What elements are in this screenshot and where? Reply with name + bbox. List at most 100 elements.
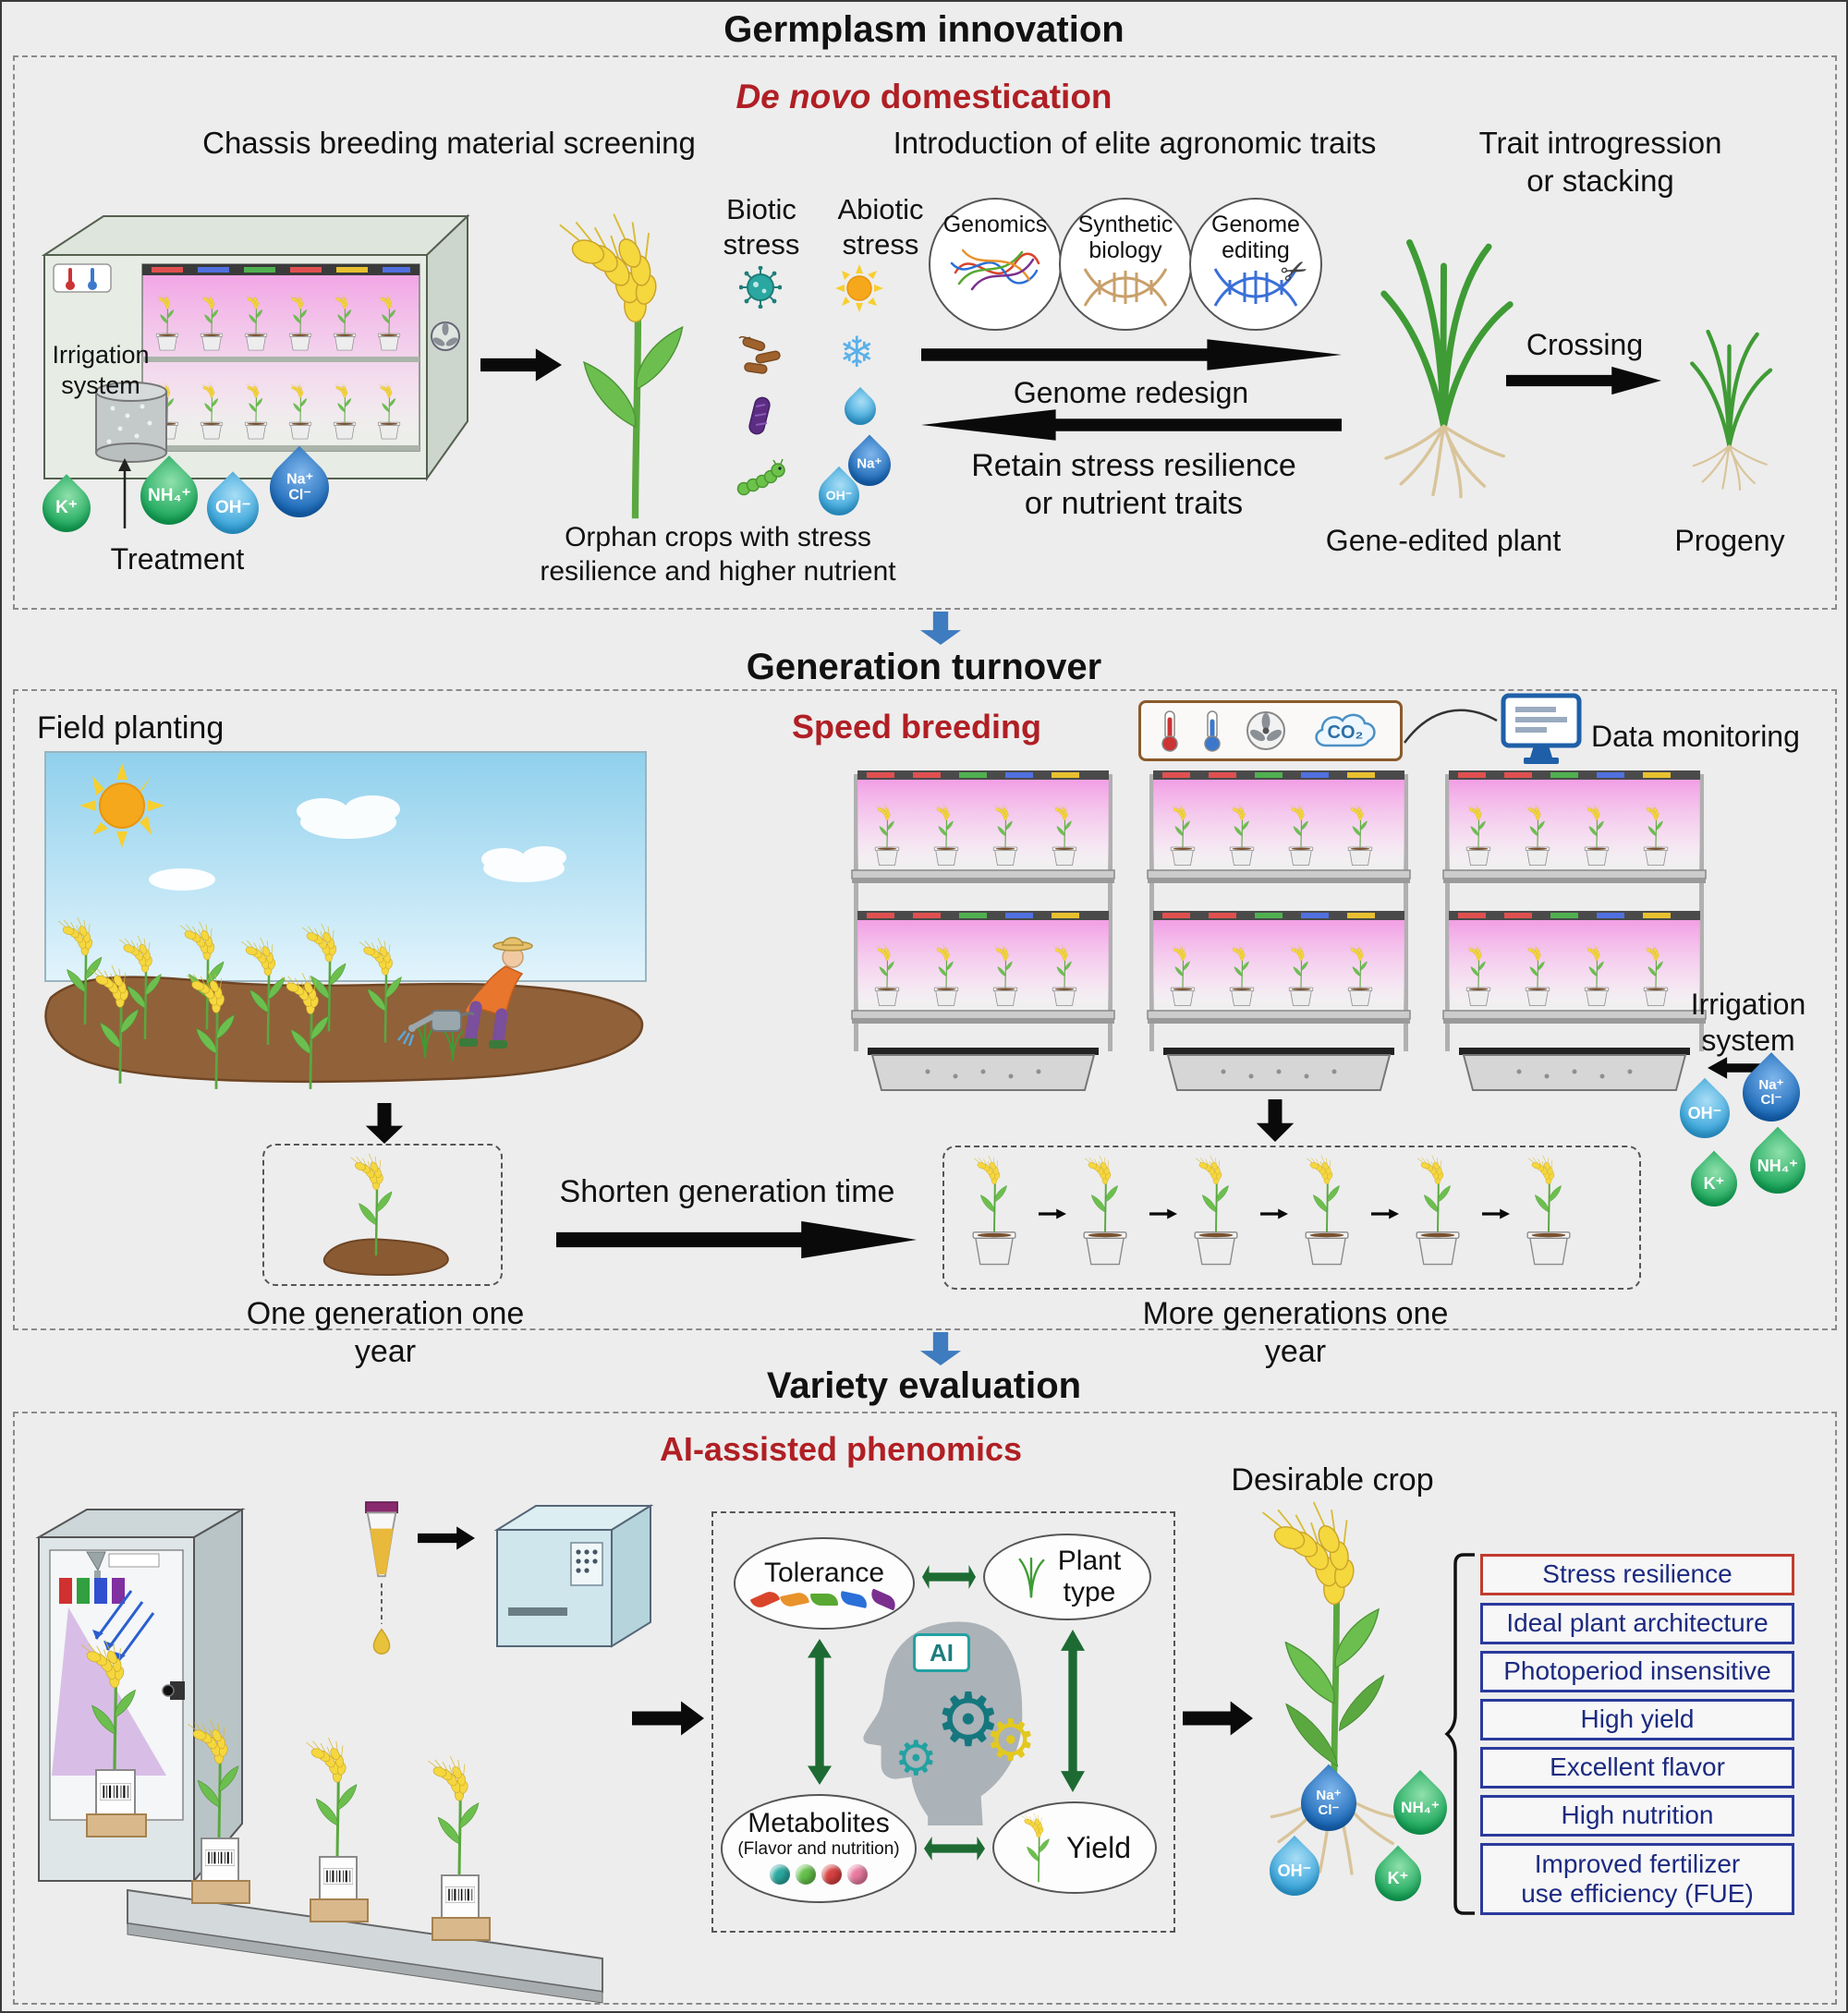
section1-to-section2-arrow (919, 612, 962, 645)
plant-type-label: Plant type (1057, 1546, 1122, 1607)
subtitle-rest-part: domestication (870, 78, 1112, 115)
section3-title: Variety evaluation (766, 1365, 1082, 1406)
potted-plant (1177, 1155, 1255, 1277)
treatment-label: Treatment (110, 542, 245, 576)
desirable-crop-illustration (1236, 1497, 1405, 1875)
speed-breeding-subtitle: Speed breeding (791, 708, 1042, 746)
virus-icon (739, 266, 782, 309)
fan-icon (1246, 711, 1285, 750)
irrigation-system-label-s2: Irrigation system (1690, 988, 1806, 1058)
trait-box-plant-architecture: Ideal plant architecture (1480, 1603, 1794, 1644)
snowflake-icon: ❄ (839, 328, 875, 376)
panel-variety-evaluation (13, 1412, 1837, 2005)
environment-sensor-panel: CO₂ (1138, 700, 1403, 761)
ai-chip-label: AI (913, 1633, 970, 1672)
synthetic-biology-art (1083, 268, 1168, 307)
subtitle-italic-part: De novo (736, 78, 871, 115)
trait-box-photoperiod: Photoperiod insensitive (1480, 1651, 1794, 1692)
metabolites-sublabel: (Flavor and nutrition) (737, 1839, 900, 1859)
header-chassis-screening: Chassis breeding material screening (202, 126, 696, 160)
genome-redesign-label: Genome redesign (1013, 376, 1249, 409)
tolerance-ellipse: Tolerance (734, 1537, 915, 1630)
potted-plant (1510, 1155, 1587, 1277)
potted-plant (1066, 1155, 1144, 1277)
monitor-connector-line (1403, 709, 1498, 744)
generation-step-arrow (1371, 1208, 1399, 1219)
yield-label: Yield (1066, 1830, 1131, 1864)
trait-box-fue: Improved fertilizer use efficiency (FUE) (1480, 1843, 1794, 1915)
ball-icon (796, 1864, 816, 1885)
thermometer-blue-icon (1204, 710, 1221, 752)
one-generation-label: One generation one year (246, 1296, 525, 1370)
tolerance-leaves-icon (749, 1587, 899, 1611)
potted-plant (1288, 1155, 1366, 1277)
orphan-crop-caption: Orphan crops with stress resilience and … (540, 522, 896, 587)
gene-edited-plant-illustration (1358, 200, 1529, 524)
plant-type-icon (1018, 1557, 1045, 1598)
leaf-icon (810, 1593, 838, 1606)
gear-icon: ⚙ (935, 1679, 1002, 1761)
trait-box-high-yield: High yield (1480, 1699, 1794, 1740)
ai-head-illustration (863, 1621, 1023, 1826)
ai-phenomics-subtitle: AI-assisted phenomics (659, 1430, 1023, 1468)
co2-cloud-icon: CO₂ (1309, 709, 1381, 753)
header-trait-introgression: Trait introgression or stacking (1478, 126, 1722, 199)
yield-ellipse: Yield (992, 1801, 1157, 1894)
gear-icon: ⚙ (985, 1709, 1037, 1773)
genomics-circle: Genomics (929, 198, 1062, 331)
leaf-icon (838, 1590, 869, 1608)
rod-bacterium-icon (748, 396, 771, 435)
analysis-instrument-illustration (493, 1504, 654, 1648)
leaf-icon (868, 1587, 899, 1611)
speed-breeding-rack-2 (1140, 770, 1417, 1094)
ball-icon (847, 1864, 868, 1885)
panel-germplasm-innovation (13, 55, 1837, 610)
leaf-icon (749, 1587, 781, 1611)
metabolites-label: Metabolites (748, 1808, 890, 1838)
field-planting-label: Field planting (37, 710, 225, 746)
irrigation-system-label-s1: Irrigation system (52, 341, 150, 399)
progeny-label: Progeny (1674, 524, 1785, 557)
ai-analysis-box (711, 1511, 1175, 1933)
ball-icon (821, 1864, 842, 1885)
de-novo-domestication-subtitle: De novo domestication (2, 78, 1846, 116)
sample-vial-illustration (365, 1501, 398, 1655)
retain-traits-label: Retain stress resilience or nutrient tra… (971, 448, 1296, 522)
shorten-generation-label: Shorten generation time (559, 1174, 895, 1209)
more-generations-label: More generations one year (1142, 1296, 1449, 1370)
sun-stress-icon (835, 264, 883, 312)
more-generations-box (942, 1146, 1641, 1290)
co2-label: CO₂ (1327, 722, 1364, 743)
section2-title: Generation turnover (746, 647, 1102, 687)
genomics-art (950, 249, 1040, 291)
section1-title: Germplasm innovation (723, 9, 1125, 50)
phenotyping-cabinet-illustration (35, 1508, 603, 2004)
trait-box-high-nutrition: High nutrition (1480, 1795, 1794, 1837)
header-elite-traits: Introduction of elite agronomic traits (893, 126, 1377, 160)
speed-breeding-rack-1 (845, 770, 1122, 1094)
farmer-illustration (397, 937, 533, 1049)
one-generation-plant (322, 1153, 449, 1277)
traits-bracket (1444, 1553, 1475, 1915)
yield-wheat-icon (1020, 1813, 1051, 1883)
section2-to-section3-arrow (919, 1332, 962, 1365)
tolerance-label: Tolerance (763, 1557, 885, 1588)
growth-chamber-illustration (41, 213, 470, 482)
generation-step-arrow (1482, 1208, 1510, 1219)
progeny-plant-illustration (1676, 302, 1782, 510)
generation-step-arrow (1149, 1208, 1177, 1219)
trait-box-excellent-flavor: Excellent flavor (1480, 1747, 1794, 1789)
generation-step-arrow (1039, 1208, 1066, 1219)
bacteria-icon (738, 335, 781, 374)
field-sun-icon (79, 763, 164, 848)
potted-plant (1399, 1155, 1477, 1277)
one-generation-box (262, 1144, 503, 1286)
crossing-label: Crossing (1526, 328, 1644, 361)
field-planting-illustration (44, 751, 647, 1090)
data-monitor-icon (1501, 693, 1582, 764)
gear-icon: ⚙ (894, 1732, 938, 1786)
